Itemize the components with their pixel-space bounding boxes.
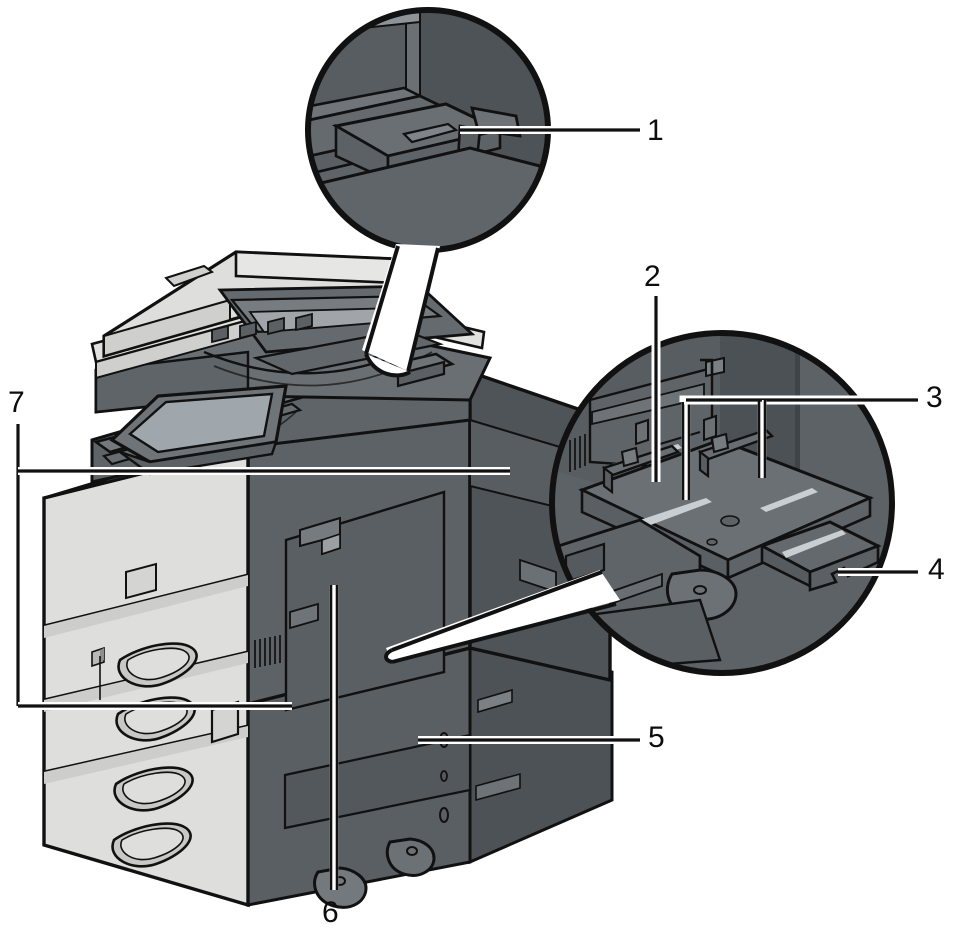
callout-number-2: 2 [644, 260, 661, 293]
control-panel-touchscreen[interactable] [109, 384, 288, 476]
callout-number-5: 5 [648, 721, 665, 754]
lower-right-cover [246, 627, 614, 907]
callout-number-3: 3 [926, 381, 943, 414]
tray-handle-3 [113, 766, 194, 812]
callout-number-6: 6 [322, 896, 339, 929]
bypass-paper-guide-right [698, 428, 775, 479]
paper-tray-stack [42, 418, 361, 908]
detail-1-pointer [362, 244, 440, 378]
tray-handle-1 [117, 642, 198, 688]
callout-number-1: 1 [647, 114, 664, 147]
caster-wheel-front [313, 866, 368, 909]
leader-line-7 [14, 424, 510, 710]
leader-line-6 [329, 585, 339, 890]
detail-circle-bypass [549, 330, 895, 676]
callout-number-4: 4 [928, 553, 945, 586]
leader-line-3 [679, 395, 918, 500]
ventilation-holes-right [254, 635, 281, 668]
tray-handle-4 [111, 822, 192, 868]
callout-number-7: 7 [8, 386, 25, 419]
caster-wheel-rear [385, 837, 436, 877]
detail-2-pointer [384, 570, 620, 664]
